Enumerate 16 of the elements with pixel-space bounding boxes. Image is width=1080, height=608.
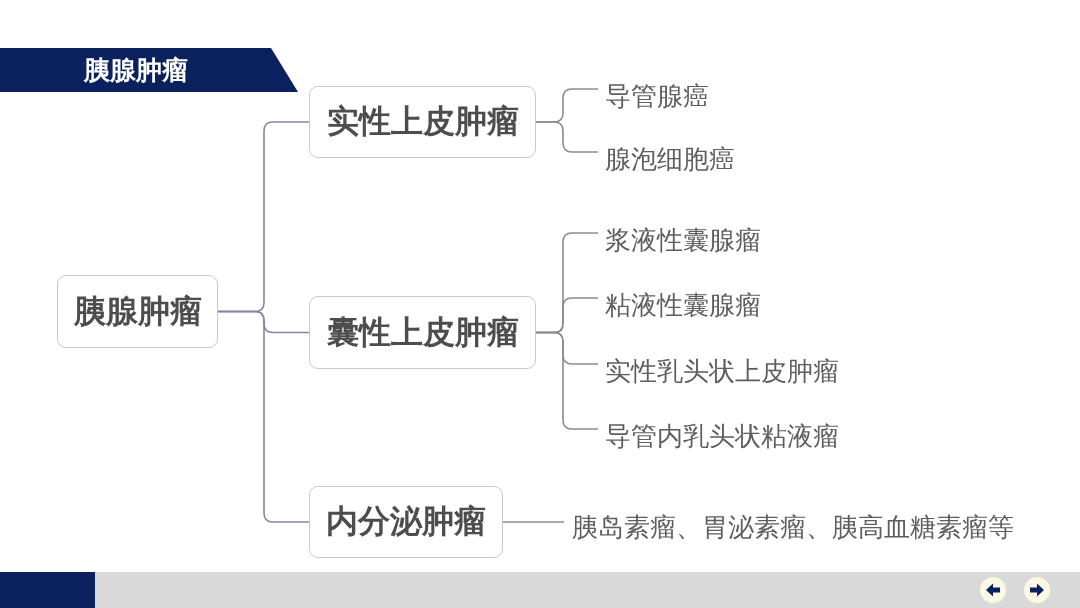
- category-box: 囊性上皮肿瘤: [309, 296, 536, 369]
- subtype-text: 实性乳头状上皮肿瘤: [598, 354, 839, 388]
- subtype-text: 浆液性囊腺瘤: [598, 223, 761, 257]
- category-box: 内分泌肿瘤: [309, 486, 503, 558]
- connector-line: [535, 121, 599, 153]
- connector-line: [217, 310, 310, 523]
- subtype-text: 导管腺癌: [598, 79, 709, 113]
- connector-line: [502, 521, 565, 523]
- connector-line: [535, 331, 599, 430]
- category-box: 实性上皮肿瘤: [309, 86, 536, 158]
- subtype-text: 腺泡细胞癌: [598, 142, 735, 176]
- root-topic-box: 胰腺肿瘤: [57, 275, 218, 348]
- subtype-text: 导管内乳头状粘液瘤: [598, 419, 839, 453]
- subtype-text: 粘液性囊腺瘤: [598, 288, 761, 322]
- subtype-text: 胰岛素瘤、胃泌素瘤、胰高血糖素瘤等: [564, 510, 1014, 544]
- title-banner: 胰腺肿瘤: [0, 48, 298, 92]
